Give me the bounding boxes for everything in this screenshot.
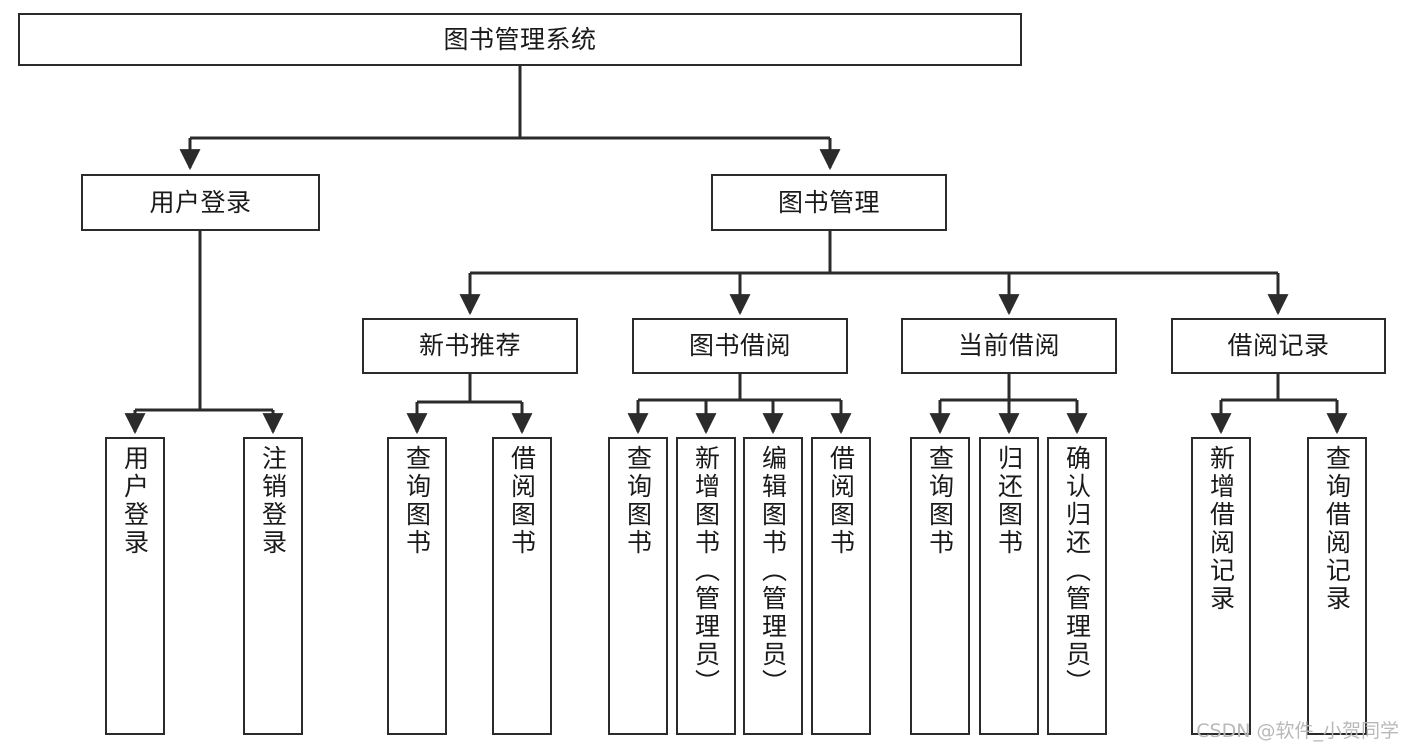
node-book-borrow[interactable]: 图书借阅 [632, 318, 848, 374]
node-label: 查询图书 [623, 445, 653, 557]
node-label: 查询图书 [402, 445, 432, 557]
node-label: 确认归还（管理员） [1062, 445, 1092, 697]
leaf-borrow-book-new-rec[interactable]: 借阅图书 [492, 437, 552, 735]
leaf-query-borrow-record[interactable]: 查询借阅记录 [1307, 437, 1367, 735]
node-borrow-record[interactable]: 借阅记录 [1171, 318, 1386, 374]
node-label: 图书管理 [777, 187, 880, 217]
node-label: 查询图书 [925, 445, 955, 557]
node-label: 借阅记录 [1227, 331, 1330, 361]
node-label: 查询借阅记录 [1322, 445, 1352, 613]
node-label: 当前借阅 [957, 331, 1060, 361]
leaf-query-book-new-rec[interactable]: 查询图书 [387, 437, 447, 735]
leaf-user-login[interactable]: 用户登录 [105, 437, 165, 735]
leaf-edit-book-admin[interactable]: 编辑图书（管理员） [743, 437, 803, 735]
node-label: 用户登录 [149, 187, 252, 217]
node-label: 归还图书 [994, 445, 1024, 557]
node-label: 新书推荐 [418, 331, 521, 361]
csdn-watermark: CSDN @软件_小贺同学 [1196, 720, 1399, 742]
node-label: 注销登录 [258, 445, 288, 557]
node-current-borrow[interactable]: 当前借阅 [901, 318, 1117, 374]
node-user-login[interactable]: 用户登录 [81, 174, 320, 231]
leaf-confirm-return-admin[interactable]: 确认归还（管理员） [1047, 437, 1107, 735]
node-label: 新增图书（管理员） [691, 445, 721, 697]
leaf-query-book-borrow[interactable]: 查询图书 [608, 437, 668, 735]
leaf-add-book-admin[interactable]: 新增图书（管理员） [676, 437, 736, 735]
node-label: 图书借阅 [688, 331, 791, 361]
node-label: 借阅图书 [826, 445, 856, 557]
node-new-book-recommendation[interactable]: 新书推荐 [362, 318, 578, 374]
node-root-book-management-system[interactable]: 图书管理系统 [18, 13, 1022, 66]
leaf-query-book-current[interactable]: 查询图书 [910, 437, 970, 735]
node-book-management[interactable]: 图书管理 [711, 174, 947, 231]
leaf-borrow-book[interactable]: 借阅图书 [811, 437, 871, 735]
leaf-add-borrow-record[interactable]: 新增借阅记录 [1191, 437, 1251, 735]
node-label: 编辑图书（管理员） [758, 445, 788, 697]
leaf-logout[interactable]: 注销登录 [243, 437, 303, 735]
node-label: 新增借阅记录 [1206, 445, 1236, 613]
leaf-return-book[interactable]: 归还图书 [979, 437, 1039, 735]
node-label: 用户登录 [120, 445, 150, 557]
node-label: 图书管理系统 [443, 24, 597, 54]
node-label: 借阅图书 [507, 445, 537, 557]
